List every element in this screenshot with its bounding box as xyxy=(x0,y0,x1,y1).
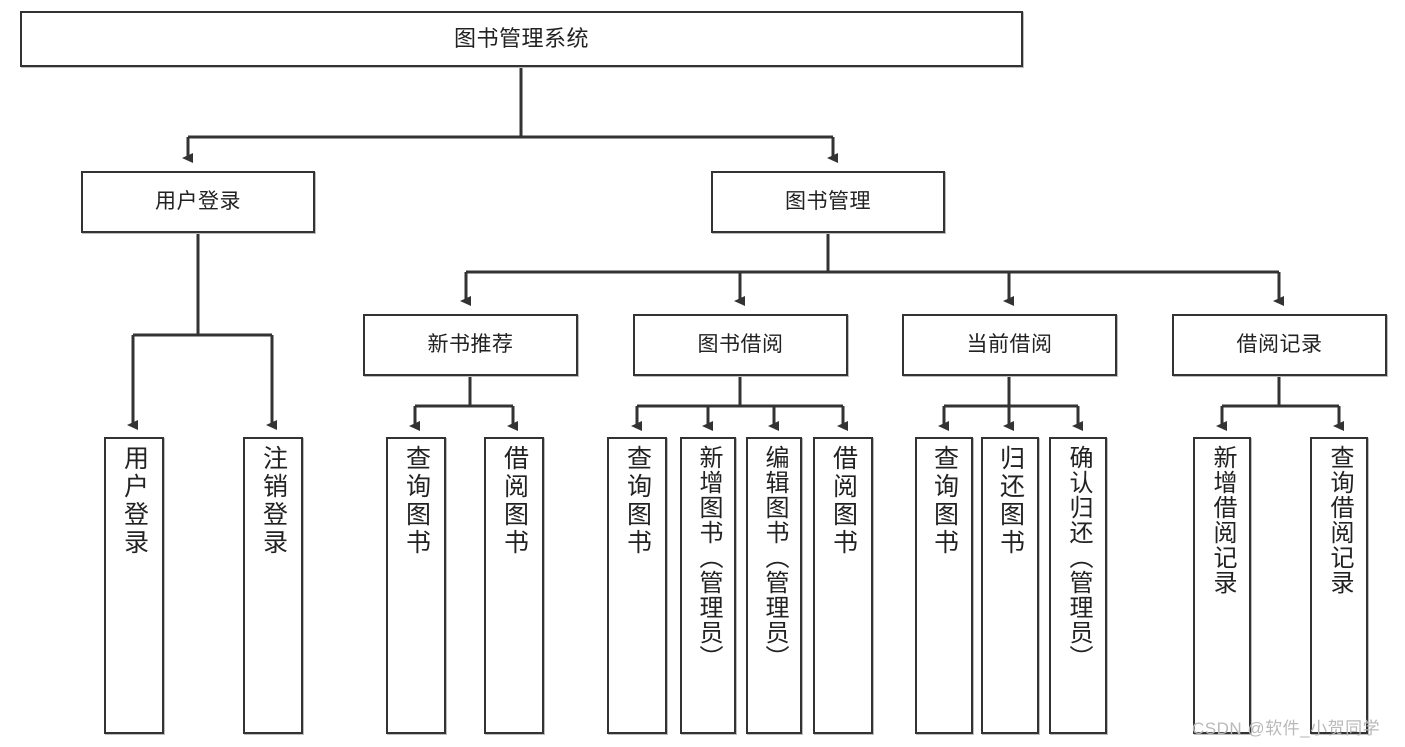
node-book-borrow-label: 图书借阅 xyxy=(697,333,784,357)
leaf-edit-book[interactable]: 编辑图书（管理员） xyxy=(746,437,802,734)
leaf-user-login[interactable]: 用户登录 xyxy=(104,437,164,734)
node-borrow-record-label: 借阅记录 xyxy=(1236,333,1323,357)
leaf-return-book[interactable]: 归还图书 xyxy=(981,437,1039,734)
node-user-login[interactable]: 用户登录 xyxy=(81,171,315,233)
leaf-confirm-return-label: 确认归还（管理员） xyxy=(1065,445,1092,670)
leaf-add-book[interactable]: 新增图书（管理员） xyxy=(680,437,736,734)
node-root-label: 图书管理系统 xyxy=(453,25,589,51)
node-root[interactable]: 图书管理系统 xyxy=(20,11,1023,67)
node-book-borrow[interactable]: 图书借阅 xyxy=(633,314,848,376)
leaf-borrow-book-1[interactable]: 借阅图书 xyxy=(484,437,544,734)
leaf-query-book-1-label: 查询图书 xyxy=(402,445,431,557)
node-book-manage[interactable]: 图书管理 xyxy=(711,171,945,233)
leaf-query-book-3[interactable]: 查询图书 xyxy=(915,437,973,734)
csdn-watermark: CSDN @软件_小贺同学 xyxy=(1192,719,1381,738)
node-user-login-label: 用户登录 xyxy=(155,190,241,214)
node-borrow-record[interactable]: 借阅记录 xyxy=(1172,314,1387,376)
leaf-add-record-label: 新增借阅记录 xyxy=(1209,445,1236,595)
leaf-logout[interactable]: 注销登录 xyxy=(243,437,303,734)
node-book-manage-label: 图书管理 xyxy=(785,190,871,214)
node-new-book-recommend-label: 新书推荐 xyxy=(427,333,514,357)
leaf-return-book-label: 归还图书 xyxy=(996,445,1025,557)
leaf-query-book-2[interactable]: 查询图书 xyxy=(607,437,667,734)
leaf-add-book-label: 新增图书（管理员） xyxy=(695,445,722,670)
leaf-query-record-label: 查询借阅记录 xyxy=(1326,445,1353,595)
leaf-borrow-book-2-label: 借阅图书 xyxy=(829,445,858,557)
leaf-confirm-return[interactable]: 确认归还（管理员） xyxy=(1049,437,1107,734)
leaf-query-book-2-label: 查询图书 xyxy=(623,445,652,557)
leaf-query-book-1[interactable]: 查询图书 xyxy=(386,437,446,734)
leaf-query-book-3-label: 查询图书 xyxy=(930,445,959,557)
leaf-user-login-label: 用户登录 xyxy=(120,445,149,557)
leaf-borrow-book-1-label: 借阅图书 xyxy=(500,445,529,557)
leaf-edit-book-label: 编辑图书（管理员） xyxy=(761,445,788,670)
node-current-borrow[interactable]: 当前借阅 xyxy=(902,314,1117,376)
node-new-book-recommend[interactable]: 新书推荐 xyxy=(363,314,578,376)
leaf-borrow-book-2[interactable]: 借阅图书 xyxy=(813,437,873,734)
leaf-logout-label: 注销登录 xyxy=(259,445,288,557)
leaf-add-record[interactable]: 新增借阅记录 xyxy=(1193,437,1251,734)
leaf-query-record[interactable]: 查询借阅记录 xyxy=(1310,437,1368,734)
node-current-borrow-label: 当前借阅 xyxy=(966,333,1053,357)
